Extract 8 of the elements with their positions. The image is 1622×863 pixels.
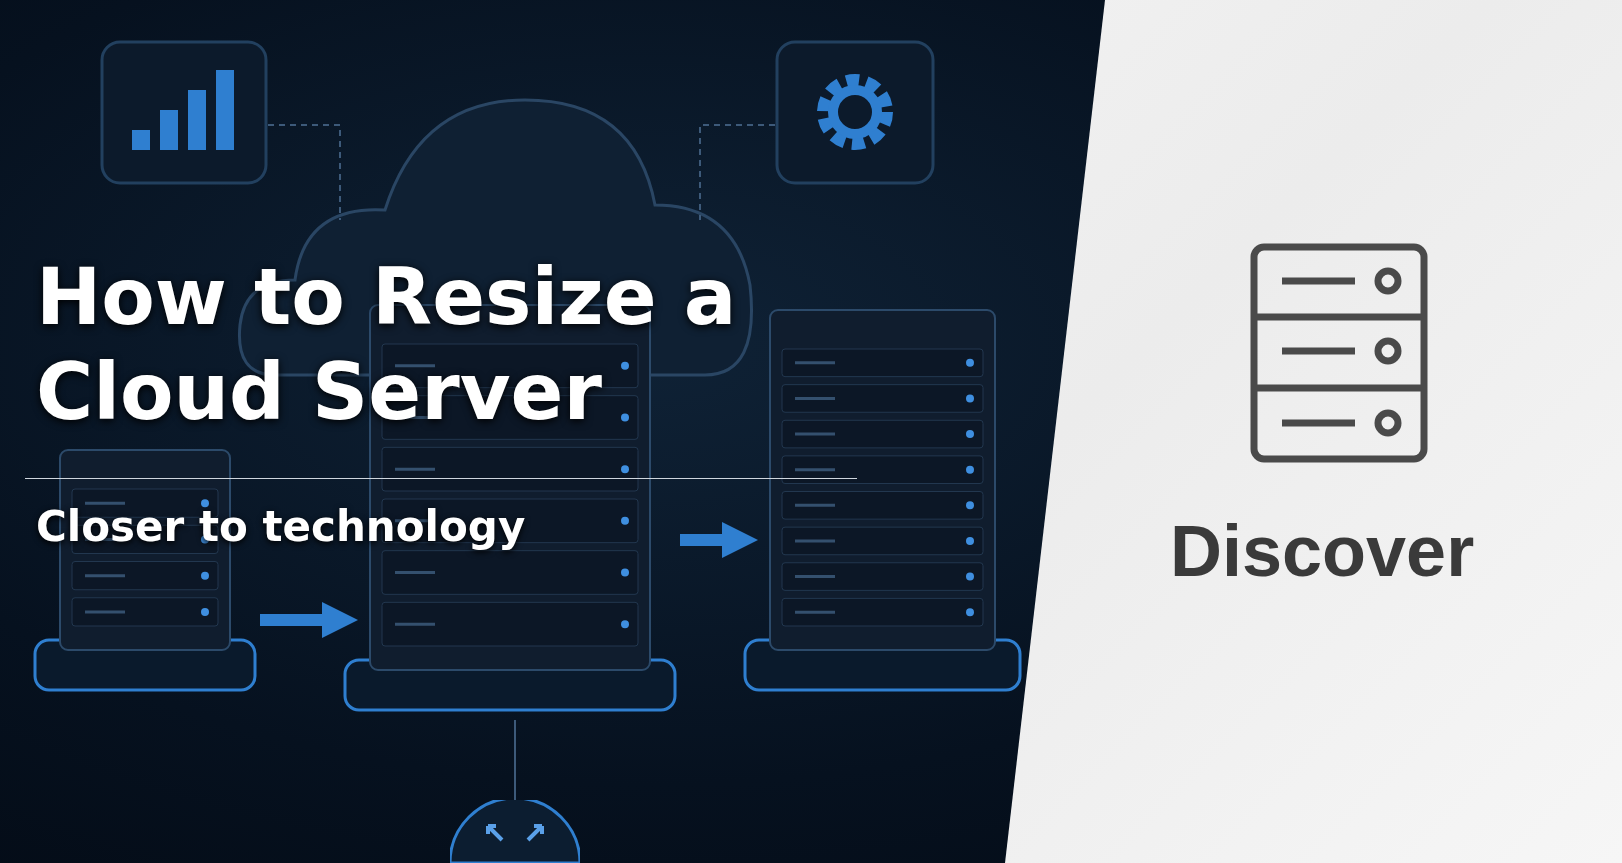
connector-line <box>267 124 341 221</box>
arrow <box>680 522 758 558</box>
connector-line <box>699 124 776 221</box>
connector-line <box>514 719 516 801</box>
call-to-action-text: Discover <box>1170 510 1475 592</box>
title: How to Resize a Cloud Server <box>36 251 738 439</box>
subtitle: Closer to technology <box>36 502 526 551</box>
arrow <box>260 602 358 638</box>
